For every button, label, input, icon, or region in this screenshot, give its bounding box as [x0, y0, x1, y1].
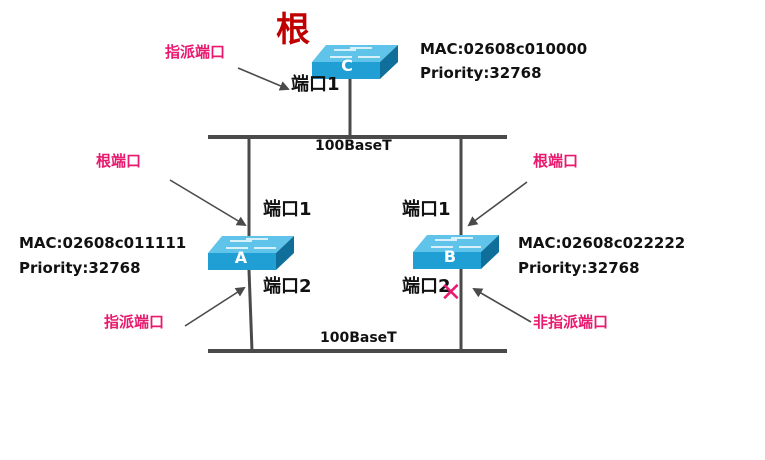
switch-a-port1-label: 端口1: [263, 199, 312, 220]
switch-b-letter: B: [443, 247, 457, 266]
switch-a-letter: A: [234, 248, 248, 267]
switch-b-icon: [413, 235, 499, 269]
arrow-c-port1: [237, 67, 290, 91]
blocked-port-mark: ✕: [440, 278, 462, 308]
bottom-segment-label: 100BaseT: [320, 330, 397, 346]
switch-b-port1-label: 端口1: [402, 199, 451, 220]
switch-c-icon: [312, 45, 398, 79]
root-bridge-title: 根: [276, 10, 310, 50]
switch-c-letter: C: [341, 56, 353, 75]
switch-b-mac: MAC:02608c022222: [518, 234, 686, 252]
arrow-b-port1: [467, 181, 528, 227]
role-label-a-port1: 根端口: [96, 152, 142, 170]
link-a-bottom: [247, 269, 254, 352]
switch-b-priority: Priority:32768: [518, 259, 640, 277]
switch-a-port2-label: 端口2: [263, 276, 312, 297]
switch-a-priority: Priority:32768: [19, 259, 141, 277]
role-label-a-port2: 指派端口: [104, 313, 165, 331]
role-label-c-port1: 指派端口: [165, 43, 226, 61]
switch-b-port2-label: 端口2: [402, 276, 451, 297]
arrow-a-port2: [184, 286, 246, 327]
role-label-b-port2: 非指派端口: [533, 313, 609, 331]
switch-a-icon: [208, 236, 294, 270]
switch-c-port1-label: 端口1: [291, 74, 340, 95]
switch-c-priority: Priority:32768: [420, 64, 542, 82]
role-label-b-port1: 根端口: [533, 152, 579, 170]
arrow-a-port1: [169, 179, 247, 227]
top-segment-label: 100BaseT: [315, 138, 392, 154]
switch-a-mac: MAC:02608c011111: [19, 234, 187, 252]
arrow-b-port2: [472, 287, 532, 323]
switch-c-mac: MAC:02608c010000: [420, 40, 588, 58]
